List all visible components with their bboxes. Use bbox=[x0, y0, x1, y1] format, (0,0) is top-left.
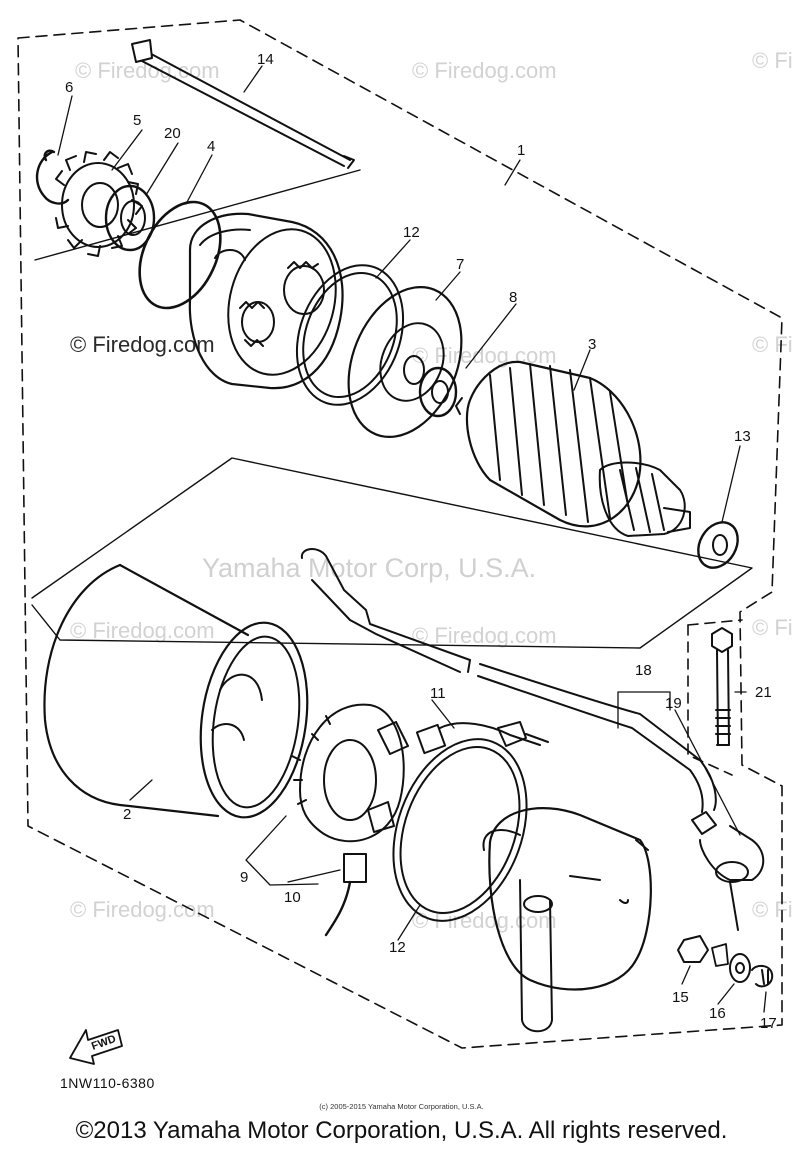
lead-wire bbox=[300, 548, 717, 813]
pinion-gear bbox=[55, 151, 143, 257]
callout-15: 15 bbox=[672, 989, 689, 1006]
callout-3: 3 bbox=[588, 336, 597, 353]
callout-21: 21 bbox=[755, 684, 772, 701]
brush-lead bbox=[415, 721, 549, 755]
bolt-box bbox=[687, 624, 733, 776]
watermark-firedog-4: © Firedog.com bbox=[70, 332, 215, 357]
callout-2: 2 bbox=[123, 806, 132, 823]
watermark-firedog-12: © Fi bbox=[752, 897, 793, 922]
copyright-notice: ©2013 Yamaha Motor Corporation, U.S.A. A… bbox=[75, 1117, 728, 1144]
small-copyright: (c) 2005-2015 Yamaha Motor Corporation, … bbox=[319, 1102, 484, 1111]
callout-16: 16 bbox=[709, 1005, 726, 1022]
brush-holder bbox=[291, 703, 409, 843]
fwd-arrow-icon: FWD bbox=[69, 1029, 123, 1065]
callout-13: 13 bbox=[734, 428, 751, 445]
callout-5: 5 bbox=[133, 112, 142, 129]
callout-17: 17 bbox=[760, 1015, 777, 1032]
part-number: 1NW110-6380 bbox=[60, 1075, 155, 1091]
callout-10: 10 bbox=[284, 889, 301, 906]
callout-20: 20 bbox=[164, 125, 181, 142]
callout-19: 19 bbox=[665, 695, 682, 712]
callout-9: 9 bbox=[240, 869, 249, 886]
rear-cover bbox=[482, 807, 652, 1033]
callout-11: 11 bbox=[430, 685, 446, 702]
assembly-boundary bbox=[17, 19, 783, 1049]
cap-17 bbox=[751, 964, 774, 988]
gasket-lower bbox=[392, 738, 528, 922]
terminal-boot bbox=[691, 811, 765, 931]
callout-7: 7 bbox=[456, 256, 465, 273]
yoke bbox=[43, 563, 309, 819]
callout-12-lower: 12 bbox=[389, 939, 406, 956]
through-bolt bbox=[131, 39, 355, 169]
watermark-firedog-9: © Fi bbox=[752, 615, 793, 640]
callout-14: 14 bbox=[257, 51, 274, 68]
callout-4: 4 bbox=[207, 138, 216, 155]
gasket-upper bbox=[295, 264, 405, 406]
callout-8: 8 bbox=[509, 289, 518, 306]
washer-13 bbox=[697, 521, 739, 569]
callout-12-upper: 12 bbox=[403, 224, 420, 241]
watermark-firedog-6: © Fi bbox=[752, 332, 793, 357]
leader-lines bbox=[57, 65, 767, 1013]
washer-8 bbox=[418, 366, 458, 418]
brush bbox=[324, 853, 367, 937]
armature bbox=[455, 360, 691, 537]
watermark-firedog-7: © Firedog.com bbox=[70, 618, 215, 643]
front-cover bbox=[188, 212, 344, 390]
o-ring-small bbox=[138, 200, 222, 310]
oil-seal bbox=[104, 184, 156, 252]
watermark-firedog-3: © Fi bbox=[752, 48, 793, 73]
bolt-21 bbox=[711, 627, 733, 746]
watermark-firedog-8: © Firedog.com bbox=[412, 623, 557, 648]
watermark-firedog-2: © Firedog.com bbox=[412, 58, 557, 83]
callout-1: 1 bbox=[517, 142, 526, 159]
watermark-firedog-1: © Firedog.com bbox=[75, 58, 220, 83]
callout-6: 6 bbox=[65, 79, 74, 96]
callout-18: 18 bbox=[635, 662, 652, 679]
brush-plate bbox=[347, 286, 463, 438]
watermark-yamaha: Yamaha Motor Corp, U.S.A. bbox=[202, 553, 537, 583]
nut-15 bbox=[677, 935, 709, 963]
washer-16 bbox=[729, 953, 751, 983]
